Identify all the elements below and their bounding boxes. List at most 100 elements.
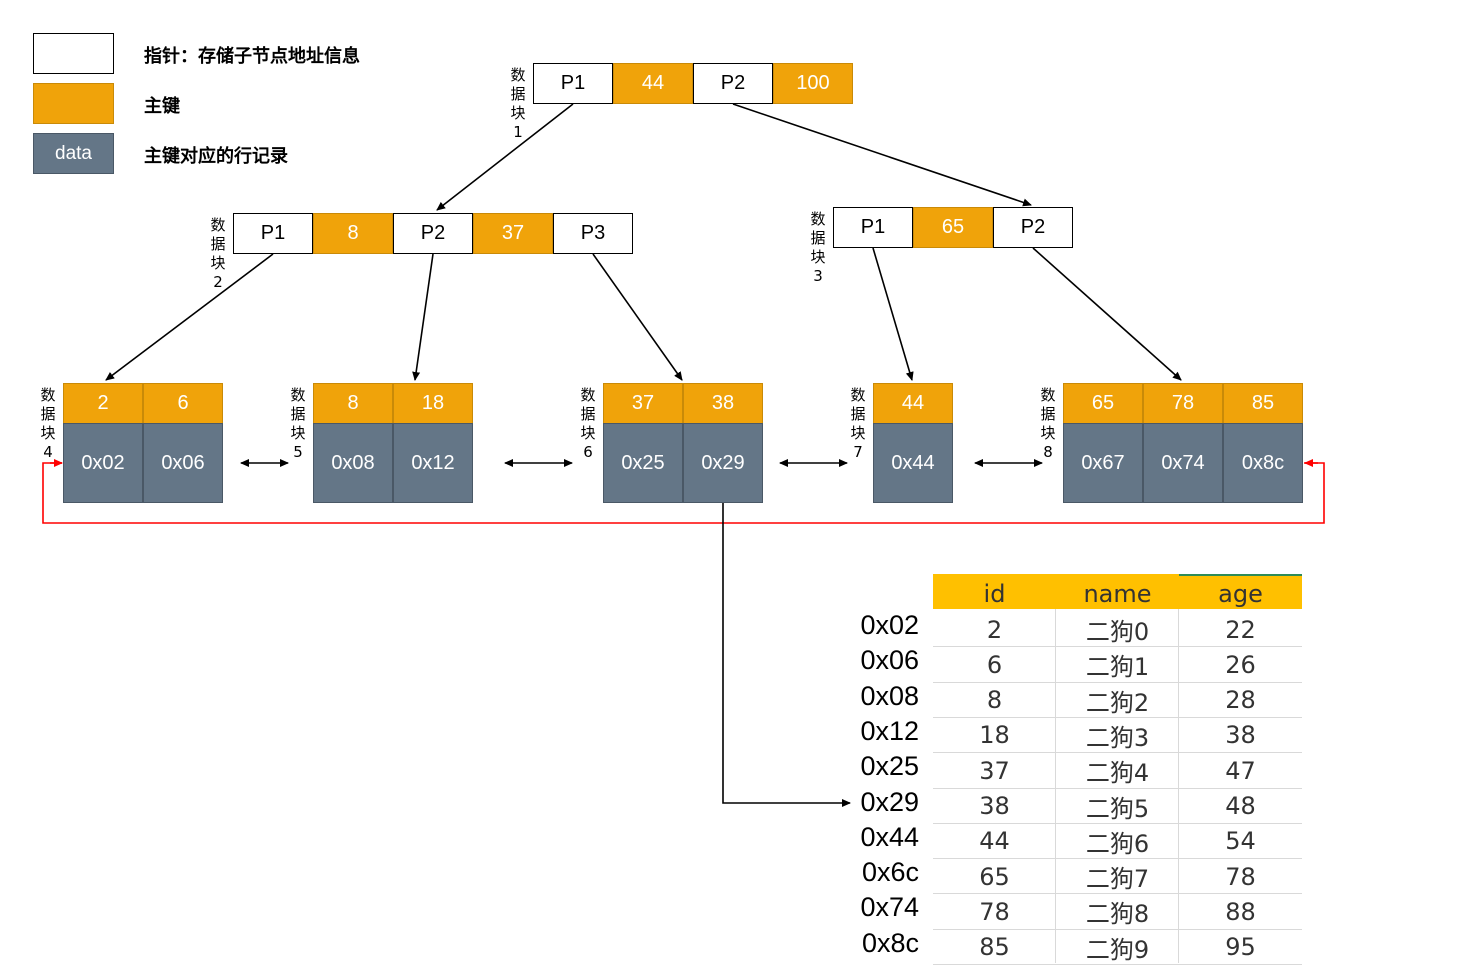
cell-name: 二狗2 [1085,688,1150,717]
block-3-key-1: 65 [913,207,993,248]
table-row-divider [933,646,1302,648]
block-3-pointer-2: P2 [993,207,1073,248]
edge-b1-p1-to-b2 [436,103,574,211]
table-col-divider-1 [1055,609,1056,963]
block-8-key-2: 78 [1143,383,1223,424]
edge-b2-p2-to-b5 [412,253,434,381]
cell-id: 37 [979,756,1010,785]
cell-age: 22 [1225,615,1256,644]
legend-key-text: 主键 [144,96,180,117]
cell-name: 二狗0 [1085,618,1150,646]
cell-id: 78 [979,897,1010,926]
edge-b3-p2-to-b8 [1032,247,1182,381]
table-header-id: id [983,579,1006,608]
cell-id: 2 [986,615,1003,644]
block-8-data-2: 0x74 [1143,423,1223,503]
edge-b1-p2-to-b3 [732,103,1032,207]
cell-id: 18 [979,721,1010,750]
cell-age: 47 [1225,756,1256,785]
cell-age: 28 [1225,686,1256,715]
edge-b3-p1-to-b7 [872,247,914,381]
table-row-divider [933,964,1302,965]
block-2-key-1: 8 [313,213,393,254]
cell-age: 88 [1225,897,1256,926]
block-5-data-2: 0x12 [393,423,473,503]
block-8-key-3: 85 [1223,383,1303,424]
block-2-pointer-1: P1 [233,213,313,254]
cell-name: 二狗7 [1085,865,1150,894]
cell-age: 26 [1225,650,1256,679]
cell-id: 65 [979,862,1010,891]
cell-id: 38 [979,792,1010,820]
block-6-data-1: 0x25 [603,423,683,503]
block-1-key-1: 44 [613,63,693,104]
block-2-key-2: 37 [473,213,553,254]
block-6-key-2: 38 [683,383,763,424]
block-7-data-1: 0x44 [873,423,953,503]
block-4-data-1: 0x02 [63,423,143,503]
cell-age: 38 [1225,721,1256,750]
cell-name: 二狗5 [1085,794,1150,823]
cell-id: 85 [979,933,1010,962]
cell-age: 95 [1225,933,1256,962]
row-address: 0x74 [860,892,919,923]
table-header-bar [933,574,1302,609]
block-2-pointer-3: P3 [553,213,633,254]
block-3-pointer-1: P1 [833,207,913,248]
table-row-divider [933,822,1302,824]
block-6-key-1: 37 [603,383,683,424]
row-address: 0x08 [860,680,919,711]
row-address: 0x6c [861,857,919,888]
table-row-divider [933,787,1302,789]
row-address: 0x29 [860,786,919,817]
cell-age: 78 [1225,862,1256,891]
table-row-divider [933,893,1302,895]
block-5-data-1: 0x08 [313,423,393,503]
cell-id: 44 [979,827,1010,856]
cell-age: 48 [1225,792,1256,820]
block-8-data-3: 0x8c [1223,423,1303,503]
table-row-divider [933,858,1302,860]
table-row-divider [933,928,1302,930]
cell-name: 二狗4 [1085,759,1150,788]
block-1-pointer-2: P2 [693,63,773,104]
cell-age: 54 [1225,827,1256,856]
legend-pointer-text: 指针：存储子节点地址信息 [144,46,360,67]
block-4-key-2: 6 [143,383,223,424]
table-header-name: name [1083,579,1152,608]
legend-data-swatch: data [33,133,114,174]
legend-pointer-swatch [33,33,114,74]
edge-b2-p1-to-b4 [105,253,274,381]
block-1-key-2: 100 [773,63,853,104]
block-4-key-1: 2 [63,383,143,424]
row-address: 0x06 [860,645,919,676]
block-1-pointer-1: P1 [533,63,613,104]
row-address: 0x8c [861,927,919,958]
cell-id: 8 [986,686,1003,715]
row-address: 0x02 [860,610,919,640]
cell-name: 二狗8 [1085,900,1150,929]
leaf-ring-link [42,462,1325,524]
cell-id: 6 [986,650,1003,679]
edge-b2-p3-to-b6 [592,253,683,381]
row-address: 0x12 [860,715,919,746]
block-4-data-2: 0x06 [143,423,223,503]
data-pointer-0x29 [722,503,851,807]
row-address: 0x44 [860,821,919,852]
cell-name: 二狗6 [1085,829,1150,858]
block-6-data-2: 0x29 [683,423,763,503]
legend-data-text: 主键对应的行记录 [144,146,288,167]
cell-name: 二狗1 [1085,653,1150,682]
row-address: 0x25 [860,751,919,782]
table-row-divider [933,752,1302,754]
block-5-key-2: 18 [393,383,473,424]
